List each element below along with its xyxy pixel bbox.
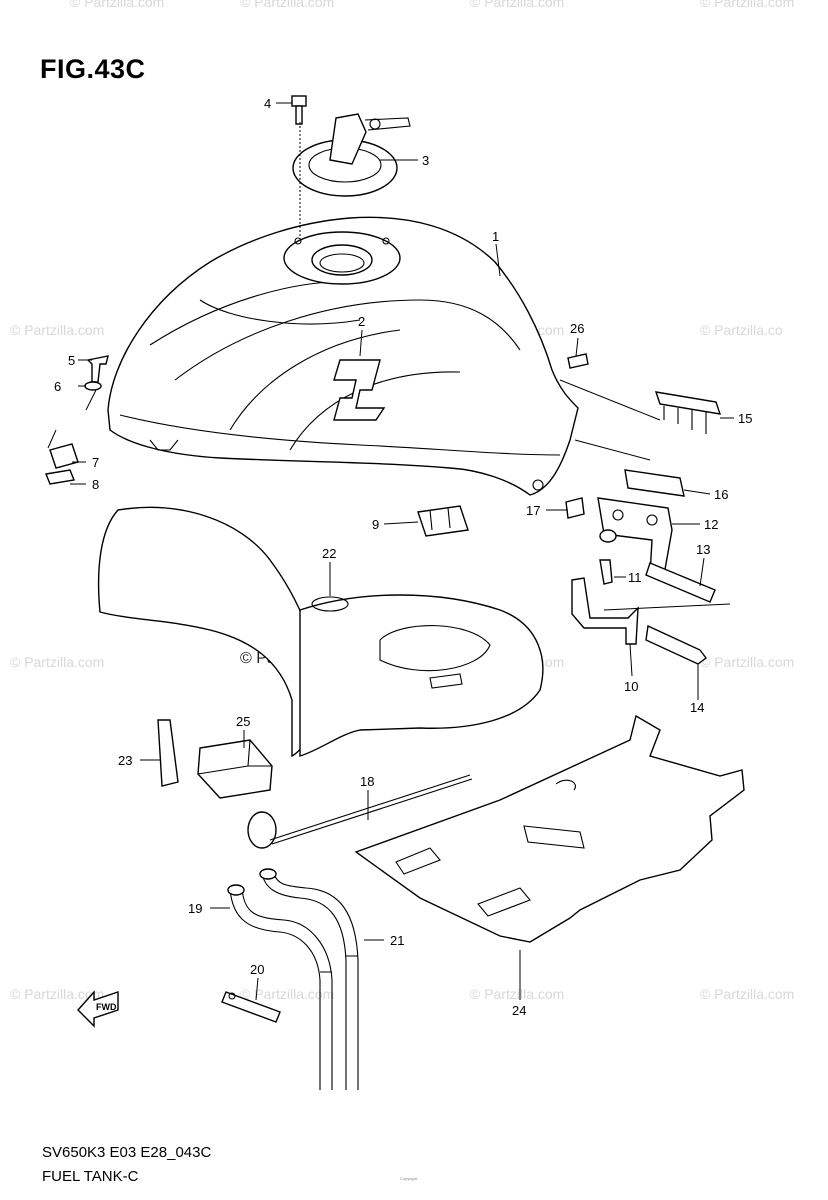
watermark: © Partzilla.com: [470, 0, 565, 10]
callout-6: 6: [54, 379, 61, 394]
callout-21: 21: [390, 933, 404, 948]
watermark: © Partzilla.com: [470, 986, 565, 1002]
watermark: © Partzilla.com: [10, 986, 105, 1002]
emblem: [333, 359, 386, 421]
callout-17: 17: [526, 503, 540, 518]
forward-arrow-icon: FWD: [77, 990, 119, 1028]
callout-18: 18: [360, 774, 374, 789]
callout-25: 25: [236, 714, 250, 729]
callout-15: 15: [738, 411, 752, 426]
callout-24: 24: [512, 1003, 526, 1018]
fuel-tank: [107, 216, 579, 496]
small-fasteners: [45, 355, 109, 485]
watermark: © Partzilla.com: [240, 0, 335, 10]
callout-9: 9: [372, 517, 379, 532]
watermark: © Partzilla.com: [700, 654, 795, 670]
drain-hoses: [227, 868, 359, 1090]
callout-13: 13: [696, 542, 710, 557]
watermark: © Partzilla.co: [700, 322, 783, 338]
tray-plate: [354, 714, 745, 943]
cushion: [417, 505, 469, 537]
callout-14: 14: [690, 700, 704, 715]
support-rod: [247, 774, 473, 849]
figure-code: SV650K3 E03 E28_043C: [42, 1144, 212, 1161]
callout-23: 23: [118, 753, 132, 768]
figure-name: FUEL TANK-C: [42, 1168, 139, 1185]
callout-8: 8: [92, 477, 99, 492]
watermark: © Partzilla.com: [10, 654, 105, 670]
watermark: © Partzilla.com: [70, 0, 165, 10]
watermark: © Partzilla.com: [700, 0, 795, 10]
clip: [567, 353, 589, 369]
strap-and-pad: [157, 719, 273, 799]
callout-19: 19: [188, 901, 202, 916]
fine-print: Copyright: [400, 1176, 418, 1181]
callout-2: 2: [358, 314, 365, 329]
watermark: © Partzilla.com: [700, 986, 795, 1002]
hose-clamp: [221, 991, 281, 1023]
callout-7: 7: [92, 455, 99, 470]
callout-4: 4: [264, 96, 271, 111]
callout-20: 20: [250, 962, 264, 977]
callout-1: 1: [492, 229, 499, 244]
callout-12: 12: [704, 517, 718, 532]
leader-lines: [47, 102, 734, 1001]
callout-22: 22: [322, 546, 336, 561]
tank-bracket-assembly: [565, 469, 716, 665]
callout-5: 5: [68, 353, 75, 368]
fuel-cap: [292, 113, 411, 197]
callout-26: 26: [570, 321, 584, 336]
figure-title: FIG.43C: [40, 54, 146, 84]
fwd-label: FWD: [96, 1002, 117, 1012]
lower-tank-shell: [97, 506, 544, 758]
rear-mount: [654, 391, 722, 434]
callout-10: 10: [624, 679, 638, 694]
watermark: © Partzilla.com: [240, 986, 335, 1002]
callout-labels: 1 2 3 4 5 6 7 8 9 10 11 12 13 14 15 16 1…: [54, 96, 752, 1018]
watermark: © Partzilla.com: [10, 322, 105, 338]
callout-3: 3: [422, 153, 429, 168]
callout-11: 11: [628, 570, 642, 585]
cap-bolt: [291, 95, 307, 125]
callout-16: 16: [714, 487, 728, 502]
